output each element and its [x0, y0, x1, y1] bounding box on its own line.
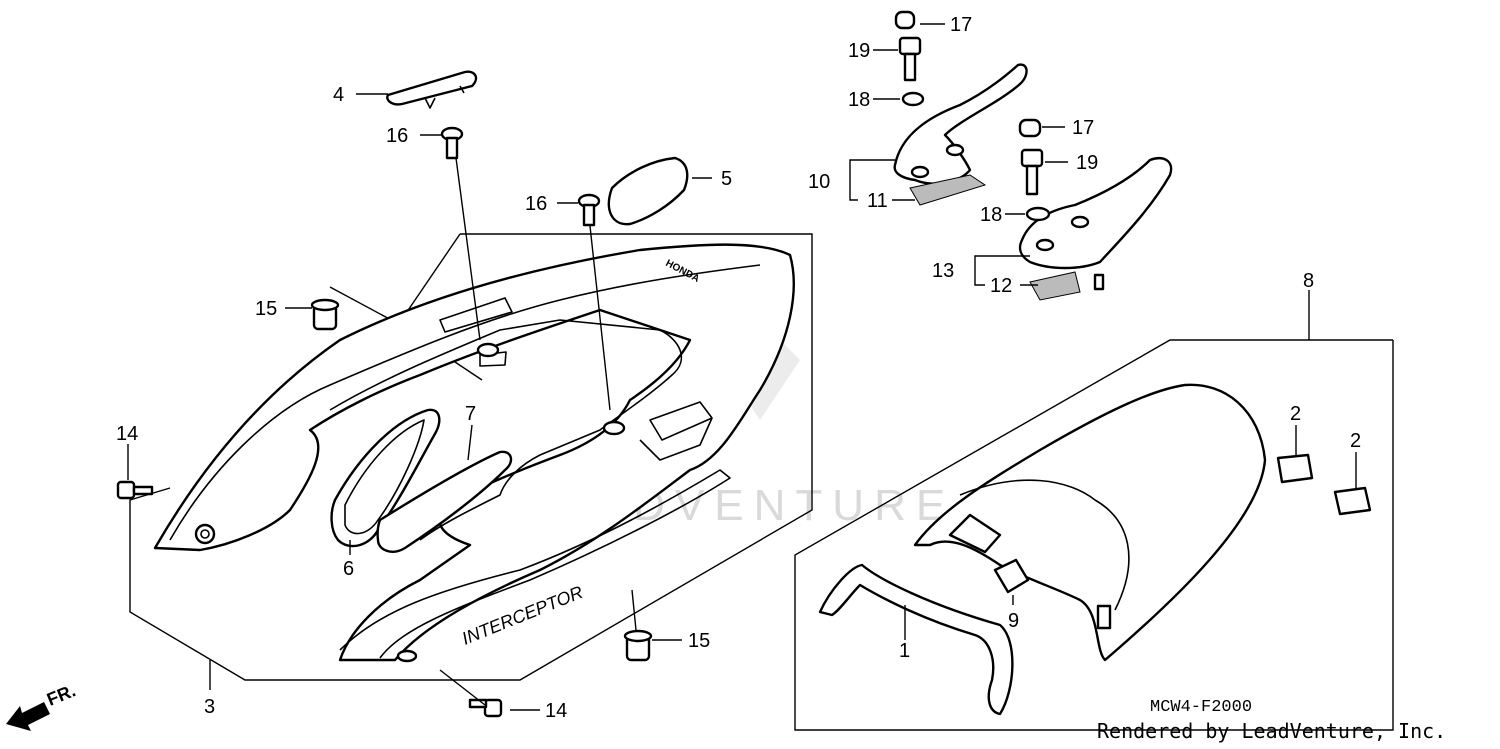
cover-5 — [607, 156, 689, 226]
callout-2a: 2 — [1290, 403, 1301, 425]
callout-12: 12 — [990, 275, 1012, 297]
washer-18a — [901, 91, 925, 107]
front-direction-indicator: FR. — [6, 680, 78, 731]
callout-9: 9 — [1008, 610, 1019, 632]
bracket-9 — [993, 558, 1030, 594]
callout-16b: 16 — [525, 193, 547, 215]
rubber-seal-7 — [376, 450, 513, 553]
grab-rail-left — [893, 63, 1028, 206]
callout-15b: 15 — [688, 630, 710, 652]
seat-cowl-group-outline — [794, 339, 1394, 731]
leader-lines — [127, 23, 1357, 711]
callout-19a: 19 — [848, 40, 870, 62]
bolt-19b — [1020, 148, 1044, 196]
callout-19b: 19 — [1076, 152, 1098, 174]
callout-18a: 18 — [848, 89, 870, 111]
grommet-15a — [310, 298, 340, 331]
callout-16a: 16 — [386, 125, 408, 147]
pad-2b — [1333, 486, 1372, 516]
callout-5: 5 — [721, 168, 732, 190]
callout-10: 10 — [808, 171, 830, 193]
callout-4: 4 — [333, 84, 344, 106]
rear-cowl: HONDA INTERCEPTOR — [153, 243, 795, 663]
callout-15a: 15 — [255, 298, 277, 320]
front-arrow-icon — [6, 702, 50, 731]
screw-16b — [577, 193, 611, 411]
callout-18b: 18 — [980, 204, 1002, 226]
credit-text: Rendered by LeadVenture, Inc. — [1097, 719, 1446, 743]
seal-strip-1 — [818, 563, 1014, 716]
cover-4 — [386, 70, 478, 109]
callout-labels: 4 5 16 16 15 14 14 15 6 7 3 17 19 18 10 … — [116, 14, 1361, 722]
grab-rail-right — [1018, 156, 1173, 301]
callout-14b: 14 — [545, 700, 567, 722]
bolt-19a — [898, 36, 922, 82]
front-label: FR. — [44, 680, 78, 709]
callout-17b: 17 — [1072, 117, 1094, 139]
callout-1: 1 — [899, 640, 910, 662]
cap-nut-17a — [894, 10, 916, 30]
callout-7: 7 — [465, 403, 476, 425]
callout-8: 8 — [1303, 270, 1314, 292]
rubber-seal-6 — [330, 408, 441, 548]
callout-6: 6 — [343, 558, 354, 580]
callout-13: 13 — [932, 260, 954, 282]
callout-3: 3 — [204, 696, 215, 718]
seat-cowl — [913, 383, 1267, 662]
bolt-14a — [116, 480, 154, 500]
bolt-14b — [439, 669, 503, 718]
callout-17a: 17 — [950, 14, 972, 36]
callout-11: 11 — [867, 190, 888, 212]
grommet-15b — [623, 589, 653, 662]
diagram-code: MCW4-F2000 — [1150, 698, 1252, 717]
washer-18b — [1025, 206, 1051, 222]
callout-14a: 14 — [116, 423, 138, 445]
cap-nut-17b — [1018, 118, 1042, 138]
pad-2a — [1276, 453, 1314, 484]
screw-16a — [440, 126, 481, 341]
callout-2b: 2 — [1350, 430, 1361, 452]
